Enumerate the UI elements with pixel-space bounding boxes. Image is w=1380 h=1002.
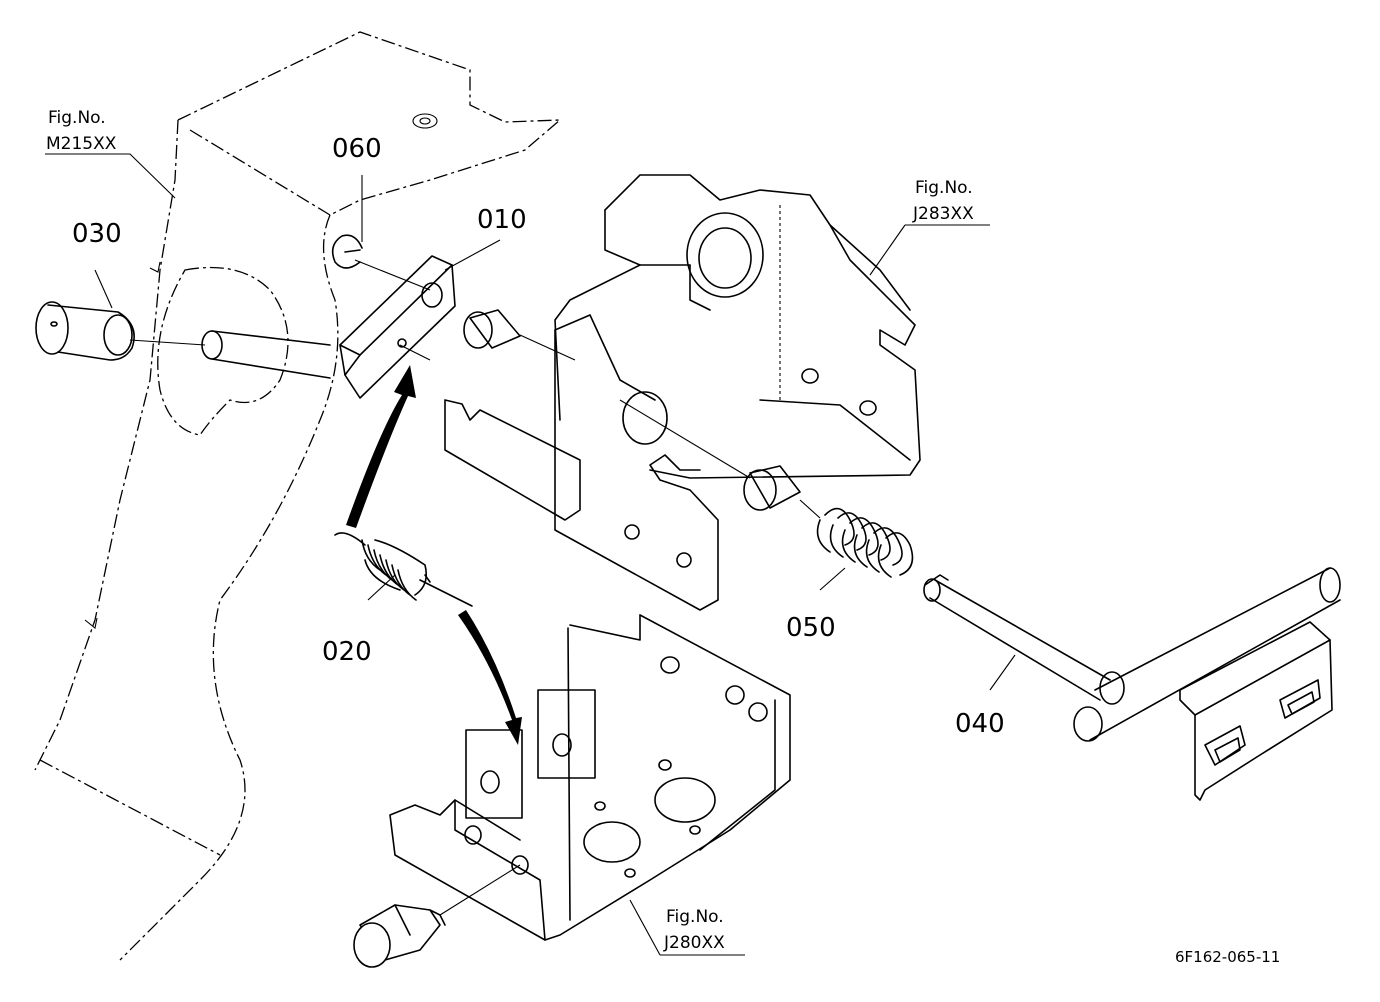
labels: 030 060 010 020 050 040 Fig.No. M215XX F…	[46, 108, 1280, 966]
bolt	[353, 864, 521, 968]
lever-plate	[444, 314, 719, 611]
arrow-spring-to-link	[346, 365, 416, 528]
fig-number-m215xx: M215XX	[46, 134, 117, 154]
label-040: 040	[955, 709, 1005, 739]
part-030-cap	[35, 301, 206, 361]
label-020: 020	[322, 637, 372, 667]
label-030: 030	[72, 219, 122, 249]
frame-shaft	[201, 330, 331, 379]
part-050-compression-spring	[799, 499, 914, 578]
assembly-arrows	[346, 365, 522, 745]
fig-number-j283xx: J283XX	[912, 204, 974, 224]
upper-bushing	[463, 309, 576, 361]
label-010: 010	[477, 205, 527, 235]
fig-caption-m215xx: Fig.No.	[48, 108, 106, 128]
bracket-j283xx	[554, 174, 921, 479]
leader-lines	[45, 153, 1016, 956]
drawing-code: 6F162-065-11	[1175, 948, 1280, 966]
fig-caption-j283xx: Fig.No.	[915, 178, 973, 198]
label-050: 050	[786, 613, 836, 643]
part-060-e-clip	[331, 234, 363, 269]
lower-bushing	[619, 399, 801, 511]
bracket-j280xx	[389, 614, 791, 941]
label-060: 060	[332, 134, 382, 164]
arrow-spring-to-base	[458, 610, 522, 745]
frame-m215xx	[34, 31, 562, 961]
fig-caption-j280xx: Fig.No.	[666, 907, 724, 927]
part-020-tension-spring	[334, 532, 473, 607]
part-010-link	[339, 255, 456, 399]
fig-number-j280xx: J280XX	[663, 933, 725, 953]
part-040-pedal-shaft	[923, 567, 1341, 801]
